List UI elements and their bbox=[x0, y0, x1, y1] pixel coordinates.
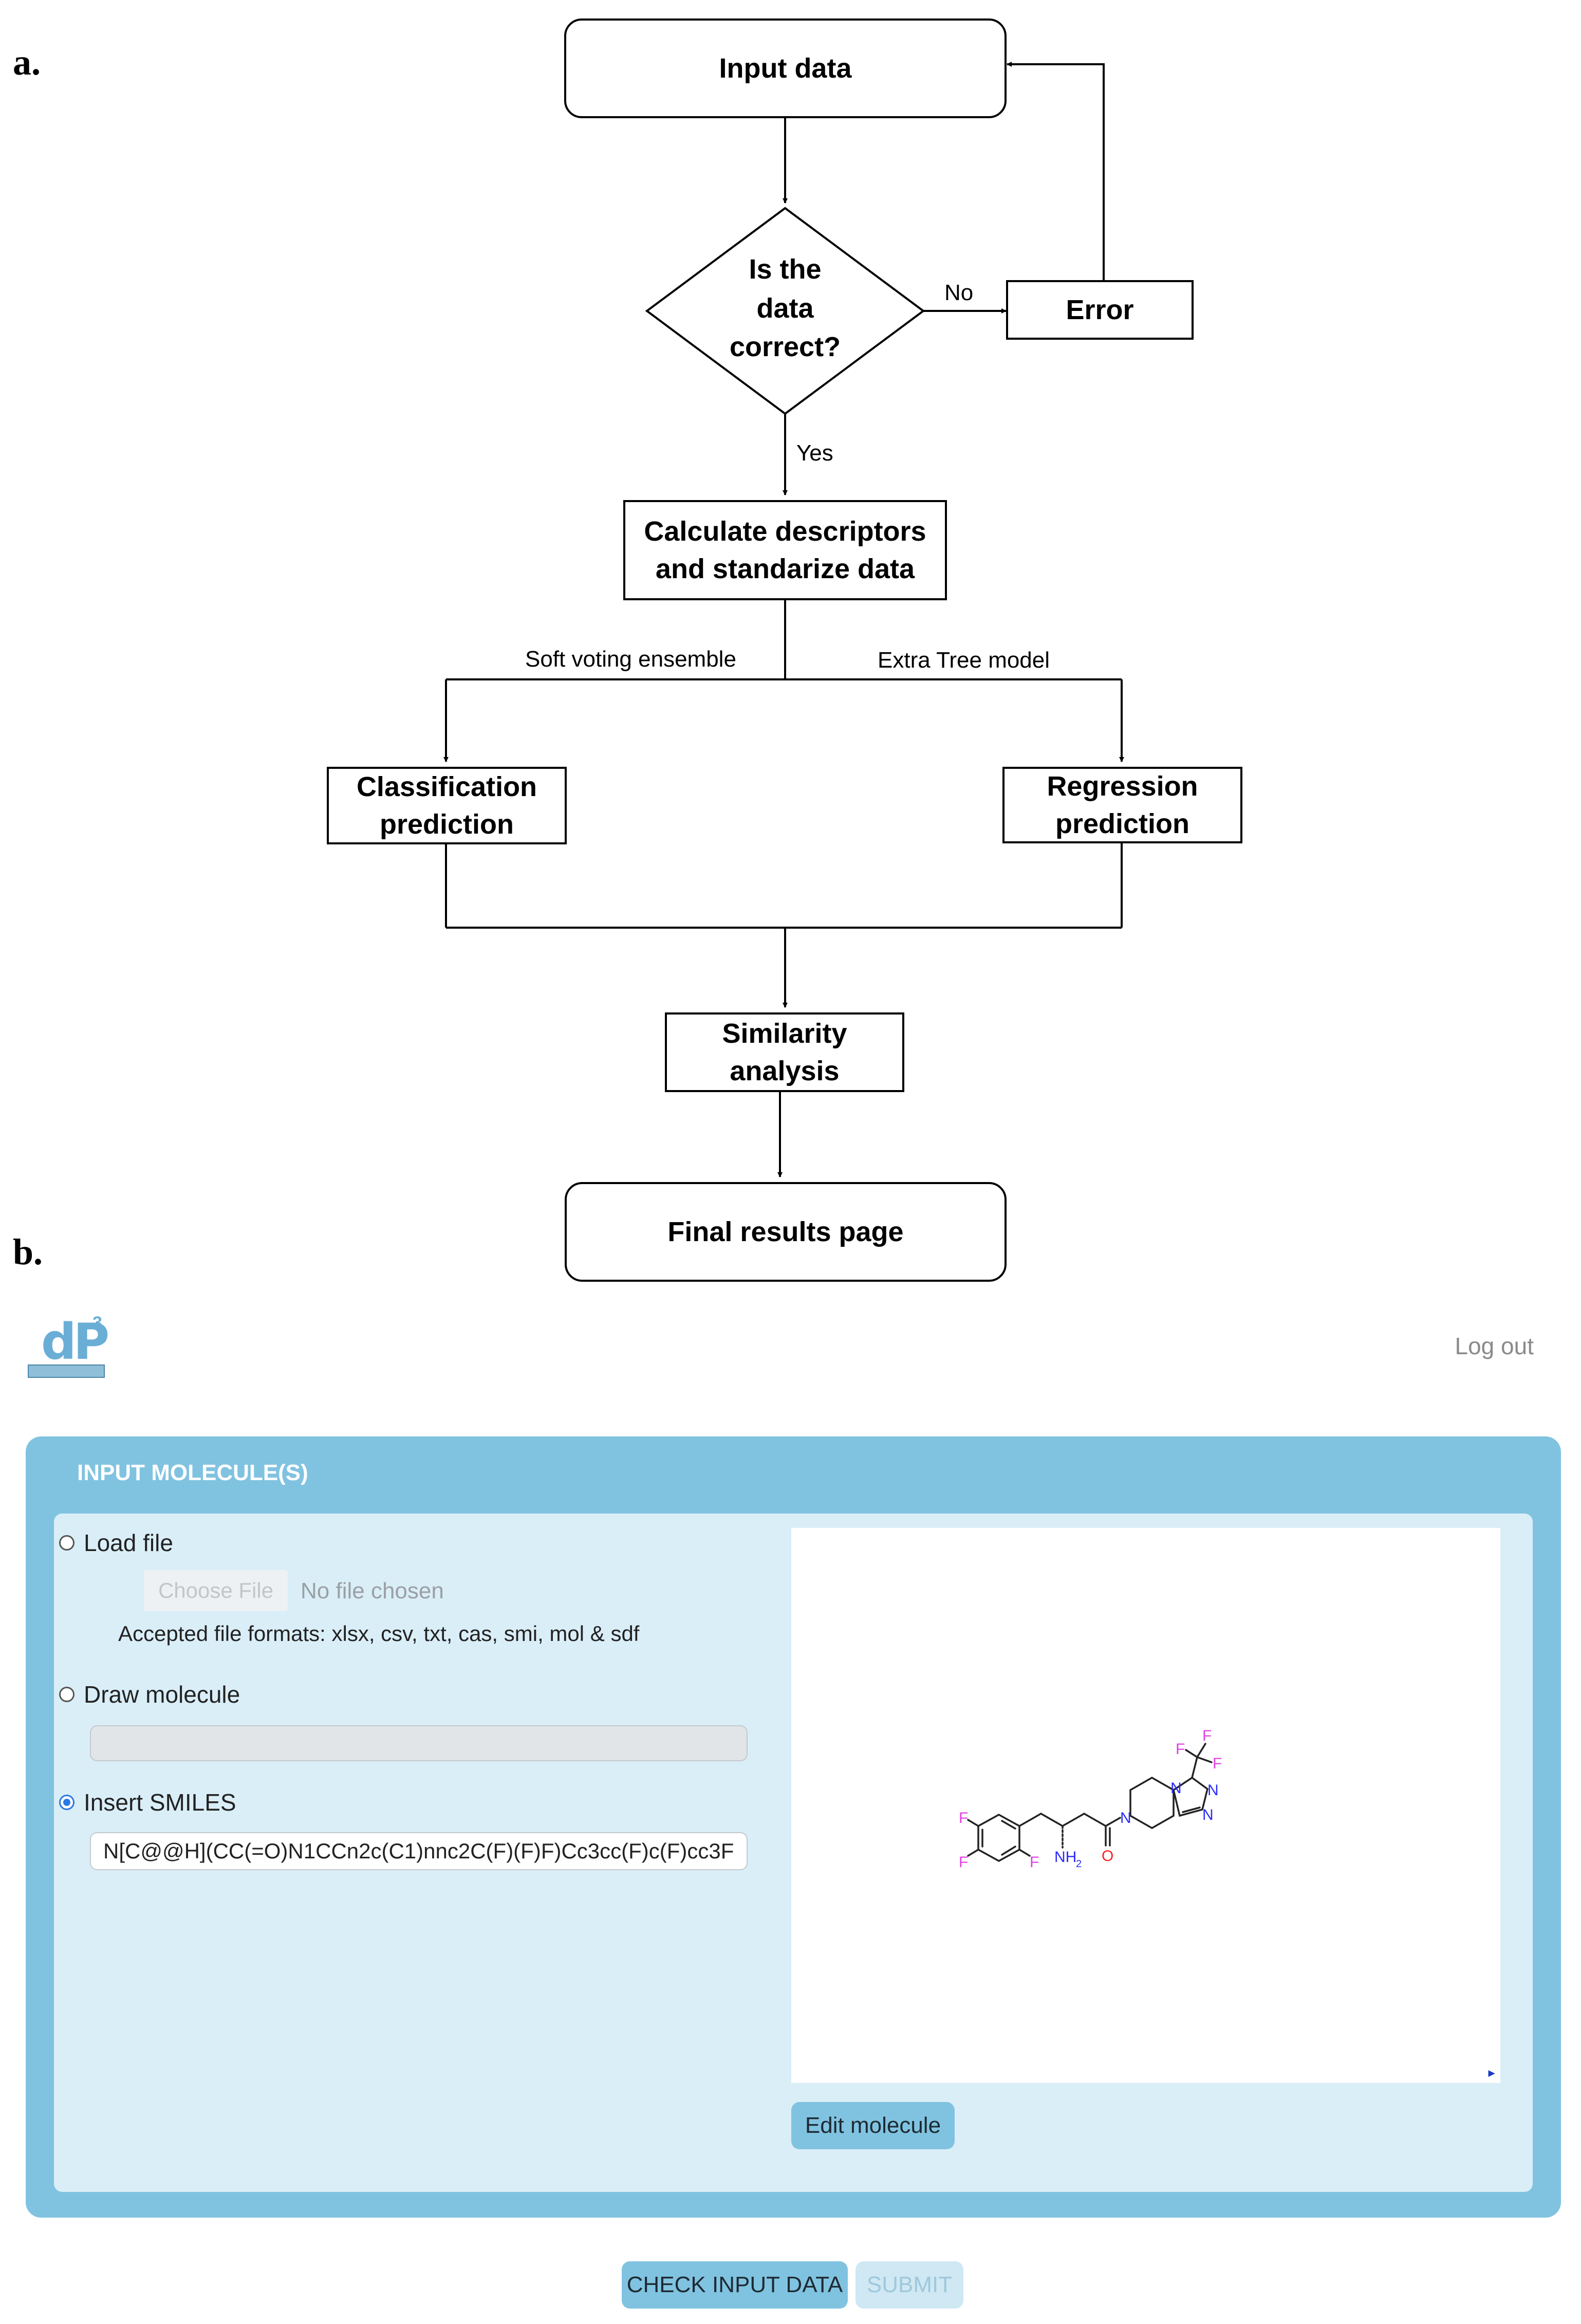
atom-n-triazole-1: N bbox=[1207, 1782, 1219, 1799]
bond-ring-f-top bbox=[967, 1819, 979, 1827]
file-status: No file chosen bbox=[301, 1578, 444, 1603]
edge-label-yes: Yes bbox=[796, 440, 833, 466]
node-error: Error bbox=[1006, 280, 1194, 340]
atom-n-amide: N bbox=[1120, 1810, 1131, 1827]
node-final-results-page: Final results page bbox=[565, 1182, 1007, 1282]
radio-load-file[interactable] bbox=[59, 1535, 75, 1551]
check-input-data-button[interactable]: CHECK INPUT DATA bbox=[622, 2261, 848, 2309]
panel-label-b: b. bbox=[13, 1231, 43, 1272]
node-decision-label: Is the data correct? bbox=[729, 254, 841, 363]
radio-draw-molecule[interactable] bbox=[59, 1687, 75, 1702]
edge-label-soft-voting: Soft voting ensemble bbox=[525, 647, 736, 672]
option-load-file[interactable]: Load file bbox=[59, 1529, 173, 1557]
bond-cf3-f2 bbox=[1196, 1743, 1206, 1758]
atom-nh2: NH bbox=[1054, 1849, 1076, 1866]
bond-cf3-f3 bbox=[1196, 1756, 1213, 1763]
bond-ring-ch2 bbox=[1018, 1813, 1042, 1827]
atom-nh2-sub: 2 bbox=[1076, 1858, 1082, 1870]
option-draw-molecule-label: Draw molecule bbox=[84, 1681, 240, 1708]
molecule-preview[interactable]: F F F NH 2 O N N N N F F F ► bbox=[791, 1528, 1500, 2083]
bond-triazole-ring bbox=[1173, 1776, 1208, 1817]
atom-f-cf3-3: F bbox=[1213, 1755, 1222, 1772]
node-classification-prediction: Classification prediction bbox=[327, 767, 567, 844]
bond-ch2b-carbonyl bbox=[1083, 1813, 1107, 1827]
bond-ch-ch2b bbox=[1062, 1813, 1085, 1827]
flowchart-connectors bbox=[443, 62, 1124, 1177]
accepted-formats: Accepted file formats: xlsx, csv, txt, c… bbox=[118, 1621, 640, 1646]
option-insert-smiles-label: Insert SMILES bbox=[84, 1789, 236, 1816]
atom-o: O bbox=[1102, 1848, 1113, 1865]
atom-f-cf3-1: F bbox=[1176, 1741, 1185, 1758]
logout-link[interactable]: Log out bbox=[1455, 1333, 1534, 1359]
panel-label-a: a. bbox=[13, 42, 41, 83]
atom-f-3: F bbox=[1030, 1854, 1039, 1871]
resize-handle-icon[interactable]: ► bbox=[1486, 2067, 1497, 2079]
input-panel: Load file Choose File No file chosen Acc… bbox=[54, 1514, 1533, 2192]
atom-f-2: F bbox=[959, 1854, 968, 1871]
bond-triazole-cf3 bbox=[1191, 1756, 1198, 1779]
bond-piperazine-ring bbox=[1129, 1776, 1175, 1830]
atom-n-ring: N bbox=[1170, 1780, 1182, 1797]
edge-label-extra-tree: Extra Tree model bbox=[878, 648, 1050, 673]
option-insert-smiles[interactable]: Insert SMILES bbox=[59, 1788, 236, 1816]
atom-n-triazole-2: N bbox=[1202, 1806, 1214, 1823]
bond-ring-f-bottom bbox=[967, 1849, 979, 1857]
choose-file-button[interactable]: Choose File bbox=[144, 1570, 288, 1611]
option-load-file-label: Load file bbox=[84, 1529, 173, 1556]
option-draw-molecule[interactable]: Draw molecule bbox=[59, 1681, 240, 1708]
edit-molecule-button[interactable]: Edit molecule bbox=[791, 2102, 955, 2149]
edge-label-no: No bbox=[944, 280, 974, 305]
radio-insert-smiles[interactable] bbox=[59, 1795, 75, 1810]
node-input-data: Input data bbox=[564, 19, 1007, 118]
node-regression-prediction: Regression prediction bbox=[1002, 767, 1242, 843]
node-similarity-analysis: Similarity analysis bbox=[665, 1012, 904, 1092]
bond-triazole-double bbox=[1182, 1806, 1201, 1813]
bond-ring-f-right bbox=[1018, 1849, 1031, 1857]
atom-f-cf3-2: F bbox=[1202, 1727, 1212, 1744]
bond-ch2-ch bbox=[1040, 1813, 1064, 1827]
bond-carbonyl-n bbox=[1105, 1817, 1121, 1827]
bond-benzene-ring bbox=[977, 1814, 1020, 1862]
submit-button[interactable]: SUBMIT bbox=[855, 2261, 963, 2309]
smiles-input[interactable]: N[C@@H](CC(=O)N1CCn2c(C1)nnc2C(F)(F)F)Cc… bbox=[90, 1832, 748, 1870]
edge-error-to-input bbox=[1007, 62, 1105, 280]
atom-f-1: F bbox=[959, 1810, 968, 1827]
node-calculate-descriptors: Calculate descriptors and standarize dat… bbox=[623, 500, 947, 600]
bond-cf3-f1 bbox=[1185, 1749, 1198, 1758]
bond-benzene-double-1 bbox=[1001, 1820, 1016, 1830]
input-molecules-card: INPUT MOLECULE(S) Load file Choose File … bbox=[26, 1436, 1561, 2218]
bond-benzene-double-2 bbox=[1001, 1846, 1016, 1856]
molecule-structure: F F F NH 2 O N N N N F F F bbox=[959, 1727, 1222, 1871]
draw-molecule-field[interactable] bbox=[90, 1725, 748, 1761]
card-title: INPUT MOLECULE(S) bbox=[77, 1460, 308, 1485]
